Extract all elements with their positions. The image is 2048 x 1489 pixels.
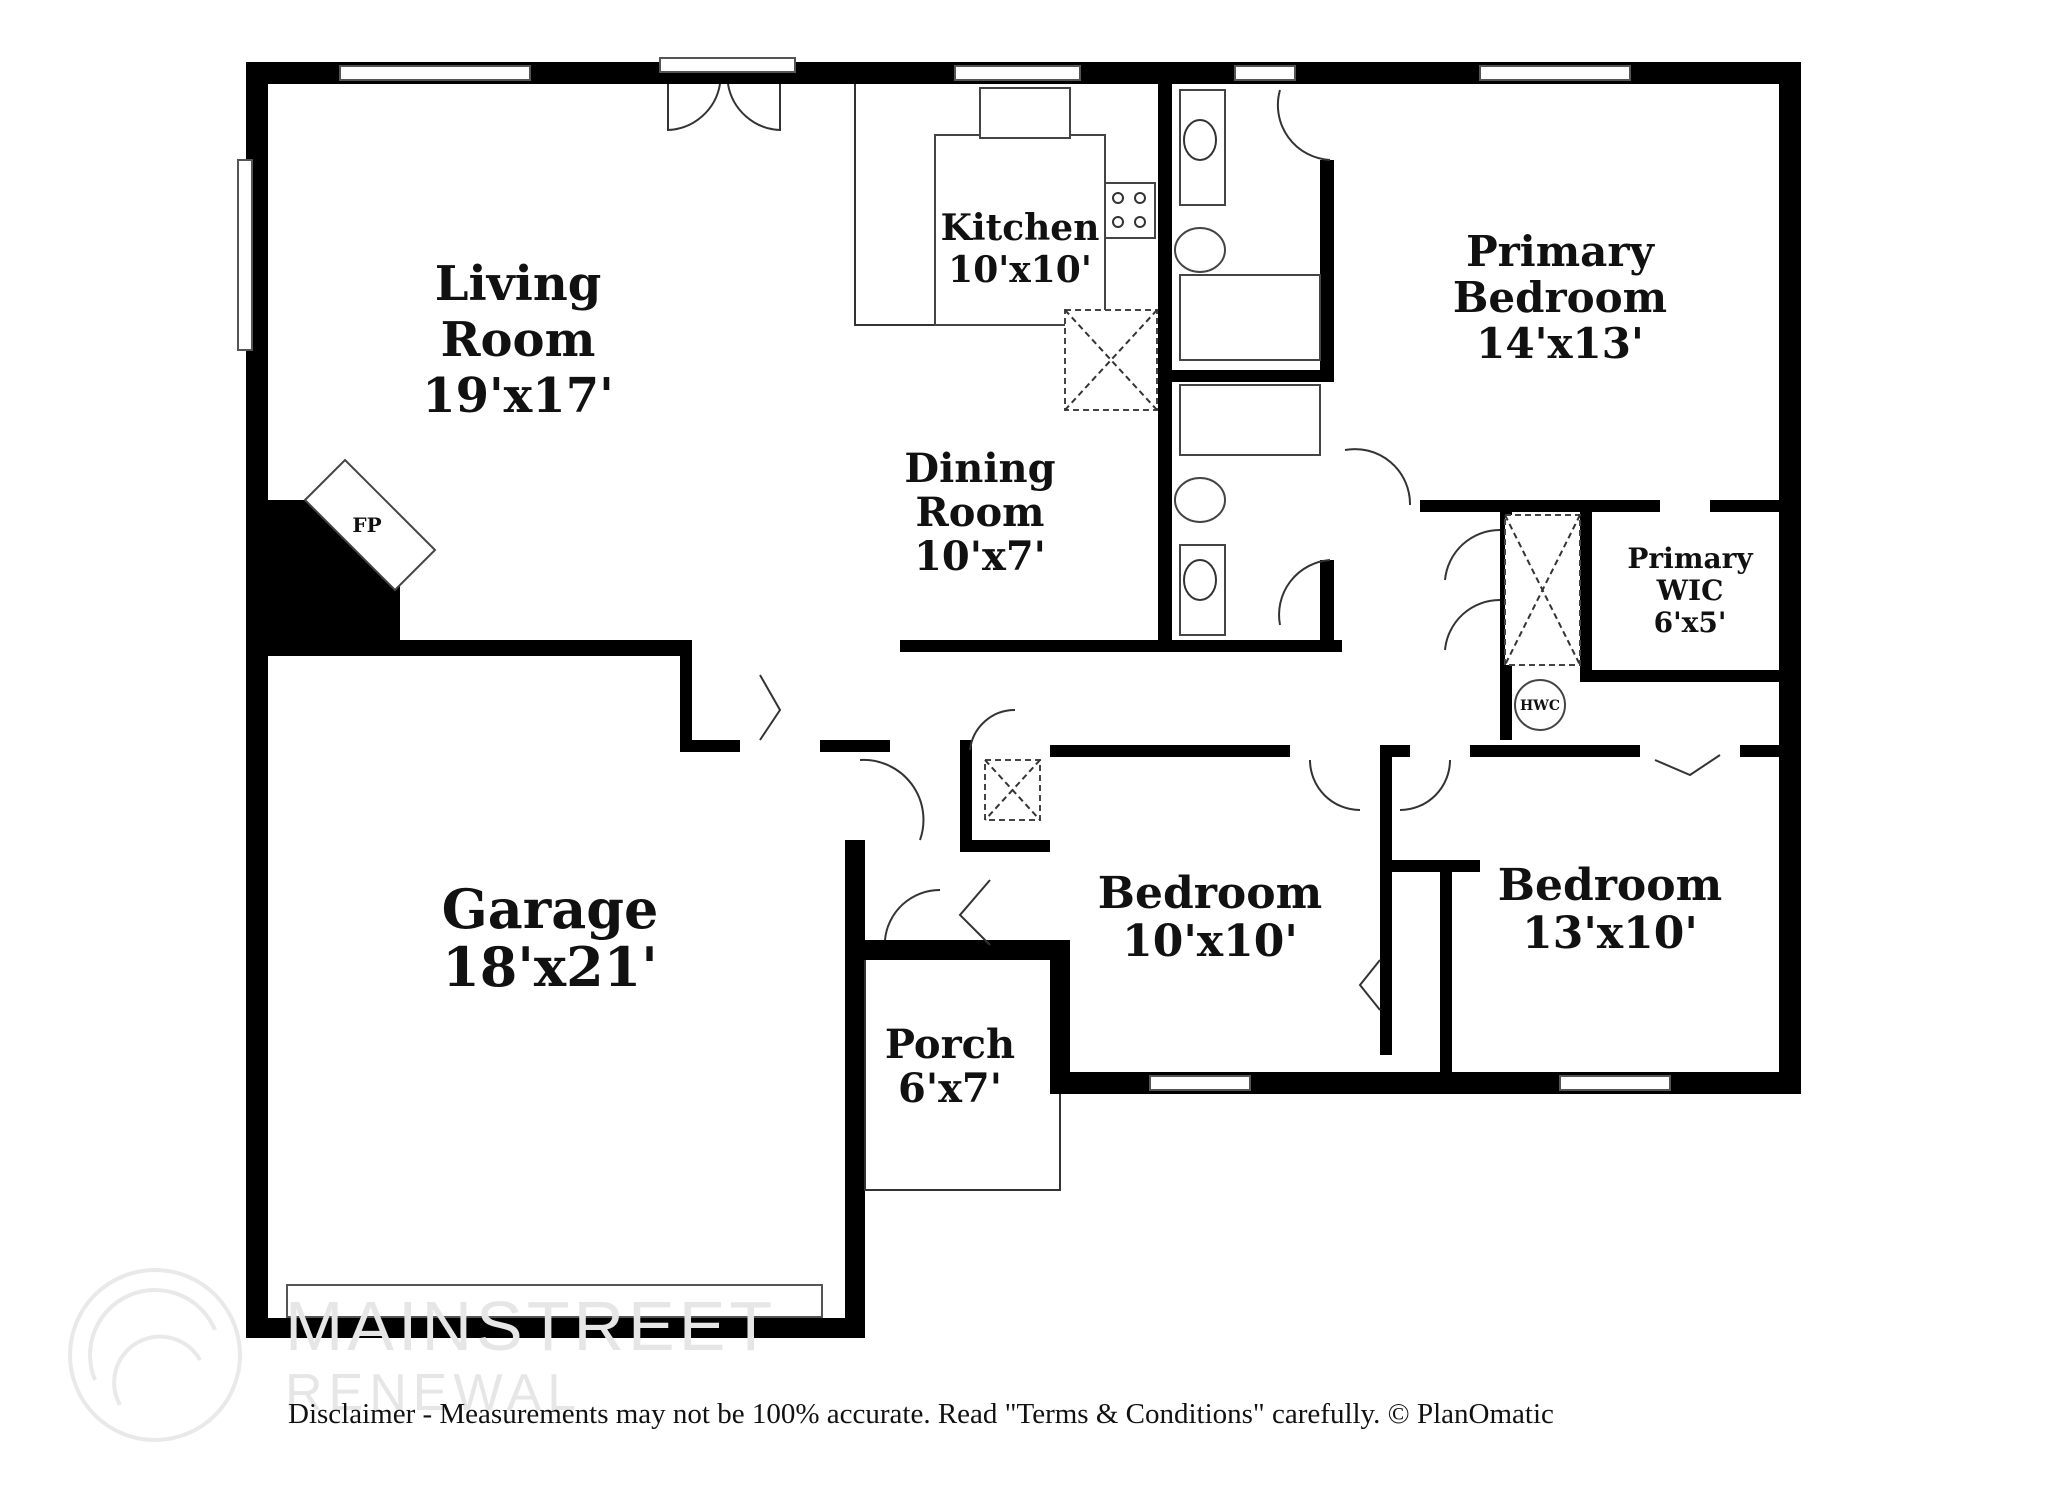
porch-outline (864, 960, 1061, 1191)
porch-size: 6'x7' (898, 1065, 1002, 1112)
kitchen-size: 10'x10' (948, 249, 1092, 291)
water-heater-label: HWC (1520, 698, 1560, 714)
water-heater (1514, 679, 1566, 731)
watermark-line-1: MAINSTREET (285, 1287, 776, 1365)
door-swings (667, 83, 1721, 1011)
primary-bedroom-size: 14'x13' (1476, 319, 1644, 368)
dining-room-label: Dining (904, 445, 1055, 492)
living-room-size: 19'x17' (422, 368, 614, 424)
fireplace (303, 458, 437, 592)
dining-room-size: 10'x7' (914, 533, 1046, 580)
bedroom-b-size: 13'x10' (1522, 908, 1698, 959)
fireplace-label: FP (352, 513, 381, 537)
living-room-label: Living (435, 256, 602, 312)
watermark-line-2: RENEWAL (285, 1364, 582, 1422)
primary-bedroom-label: Primary (1466, 227, 1655, 276)
bedroom-a-size: 10'x10' (1122, 916, 1298, 967)
closet-fixtures (984, 514, 1581, 821)
disclaimer-text: Disclaimer - Measurements may not be 100… (288, 1398, 1554, 1430)
bath-fixtures (1174, 89, 1321, 636)
interior-walls (246, 84, 1800, 1072)
kitchen-fixtures (854, 84, 1158, 411)
dining-room-label-2: Room (916, 489, 1045, 536)
room-labels: Living Room 19'x17' Kitchen 10'x10' Dini… (352, 207, 1753, 1112)
living-room-label-2: Room (441, 312, 596, 368)
porch-label: Porch (885, 1021, 1015, 1068)
primary-wic-label-2: WIC (1656, 574, 1724, 607)
kitchen-label: Kitchen (941, 207, 1100, 249)
watermark: MAINSTREET RENEWAL (68, 1268, 776, 1442)
bedroom-a-label: Bedroom (1098, 868, 1322, 919)
garage-label: Garage (442, 877, 659, 941)
primary-wic-size: 6'x5' (1654, 606, 1727, 639)
garage-size: 18'x21' (442, 935, 658, 999)
bedroom-b-label: Bedroom (1498, 860, 1722, 911)
windows (237, 57, 1671, 1318)
watermark-logo-icon (68, 1268, 242, 1442)
primary-bedroom-label-2: Bedroom (1453, 273, 1667, 322)
primary-wic-label: Primary (1627, 542, 1753, 575)
